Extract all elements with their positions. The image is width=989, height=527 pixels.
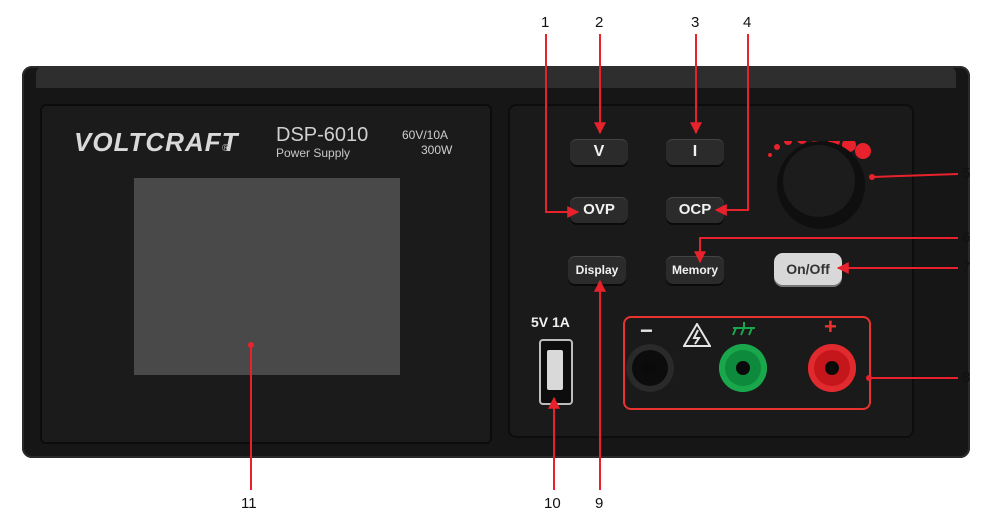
callout-number-4: 4 <box>743 14 752 31</box>
callout-number-11: 11 <box>241 495 257 512</box>
rotary-knob[interactable] <box>767 141 875 229</box>
ocp-button[interactable]: OCP <box>666 197 724 223</box>
knob-level-dot <box>768 153 772 157</box>
callout-line-6 <box>694 237 958 264</box>
knob-level-dot <box>774 144 780 150</box>
callout-number-5: 5 <box>962 165 971 182</box>
callout-line-5 <box>871 173 959 178</box>
display-button[interactable]: Display <box>568 256 626 284</box>
callout-number-3: 3 <box>691 14 700 31</box>
usb-port-tongue <box>547 350 563 390</box>
negative-terminal-hole <box>643 361 657 375</box>
output-terminals-frame <box>623 316 871 410</box>
rating-voltage-current: 60V/10A <box>402 128 449 142</box>
callout-number-6: 6 <box>962 229 971 246</box>
device-top-edge <box>36 66 956 88</box>
positive-symbol: + <box>824 314 837 339</box>
knob-level-dot <box>784 141 792 145</box>
ovp-button[interactable]: OVP <box>570 197 628 223</box>
callout-number-9: 9 <box>595 495 604 512</box>
voltage-button[interactable]: V <box>570 139 628 165</box>
lcd-screen <box>134 178 400 375</box>
knob-cap <box>783 145 855 217</box>
brand-logo: VOLTCRAFT <box>74 127 239 157</box>
callout-dot-5 <box>869 174 875 180</box>
rating-power: 300W <box>421 143 453 157</box>
callout-dot-8 <box>866 375 872 381</box>
callout-line-1 <box>545 34 580 218</box>
callout-number-10: 10 <box>544 495 561 512</box>
positive-terminal-hole <box>825 361 839 375</box>
warning-icon <box>683 323 711 347</box>
ground-terminal-hole <box>736 361 750 375</box>
callout-number-1: 1 <box>541 14 550 31</box>
callout-number-7: 7 <box>962 259 971 276</box>
callout-number-8: 8 <box>962 369 971 386</box>
negative-symbol: − <box>640 318 653 343</box>
ground-icon <box>732 322 755 336</box>
model-subtitle: Power Supply <box>276 146 351 160</box>
callout-line-4 <box>714 34 749 216</box>
model-name: DSP-6010 <box>276 124 369 146</box>
on-off-button[interactable]: On/Off <box>774 253 842 285</box>
knob-level-dot <box>855 143 871 159</box>
callout-dot-11 <box>248 342 254 348</box>
registered-mark: ® <box>222 143 230 154</box>
knob-level-dot <box>797 141 807 144</box>
callout-number-2: 2 <box>595 14 604 31</box>
usb-rating-label: 5V 1A <box>531 314 570 330</box>
current-button[interactable]: I <box>666 139 724 165</box>
